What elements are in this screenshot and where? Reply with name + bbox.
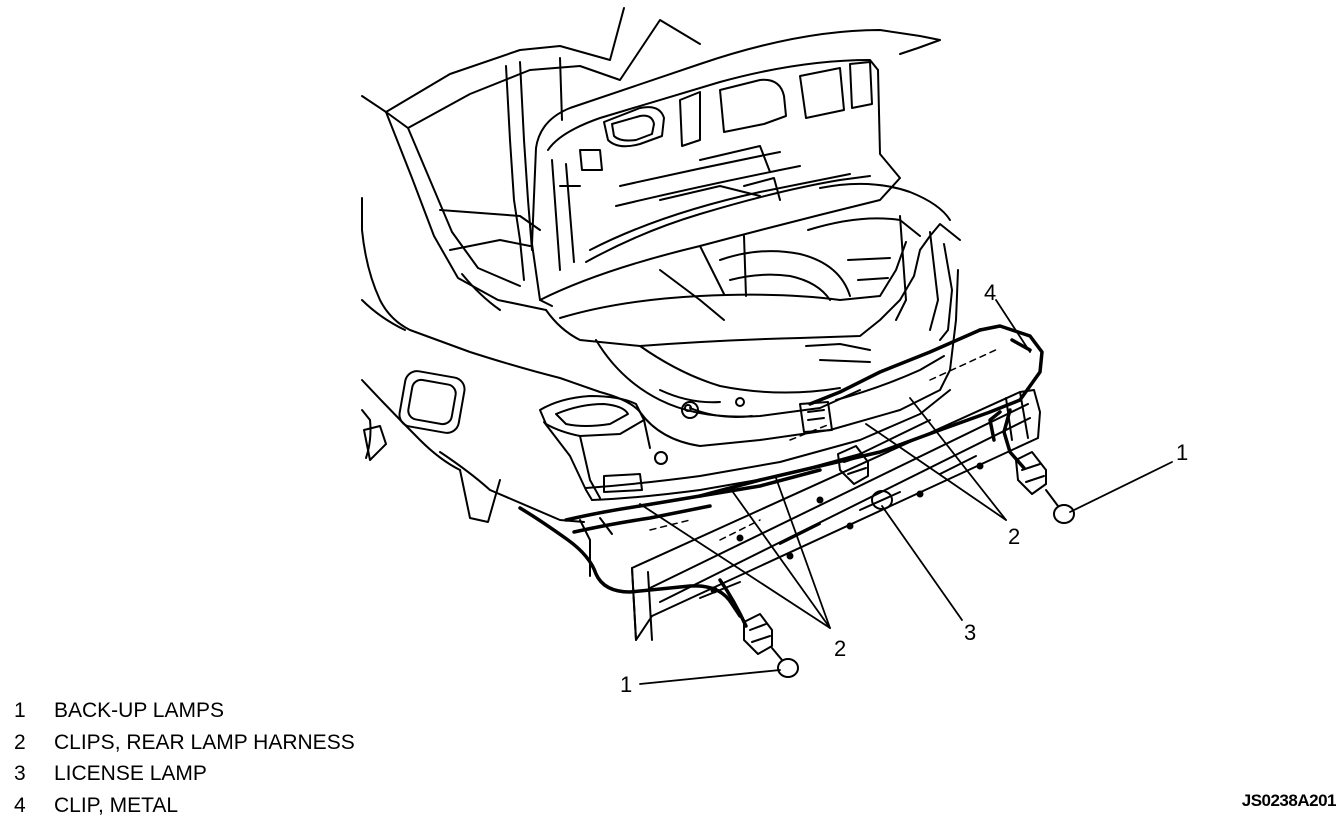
legend-item: 2 CLIPS, REAR LAMP HARNESS xyxy=(14,727,355,759)
rear-end-panel xyxy=(540,270,958,576)
legend-item: 4 CLIP, METAL xyxy=(14,790,355,822)
legend-number: 3 xyxy=(14,762,26,785)
license-lamp-socket xyxy=(838,446,892,509)
legend-number: 2 xyxy=(14,730,26,754)
legend-label: CLIP, METAL xyxy=(54,793,179,817)
callout-2-center: 2 xyxy=(834,636,846,661)
trunk-lid xyxy=(532,30,940,306)
legend-label: LICENSE LAMP xyxy=(54,762,207,785)
legend-number: 4 xyxy=(14,793,26,817)
dashed-guides xyxy=(650,348,1000,540)
rear-window-frame xyxy=(362,8,700,310)
trunk-interior xyxy=(546,184,960,418)
lamp-sockets xyxy=(744,446,1074,677)
leader-lines xyxy=(640,300,1172,684)
legend-label: CLIPS, REAR LAMP HARNESS xyxy=(54,730,355,754)
legend-item: 1 BACK-UP LAMPS xyxy=(14,695,355,727)
callout-1-bottom: 1 xyxy=(620,672,632,697)
back-up-lamp-right xyxy=(1016,452,1074,523)
back-up-lamp-left xyxy=(744,614,798,677)
parts-legend: 1 BACK-UP LAMPS 2 CLIPS, REAR LAMP HARNESS… xyxy=(14,695,355,821)
legend-label: BACK-UP LAMPS xyxy=(54,699,224,722)
callout-4: 4 xyxy=(984,280,996,305)
legend-item: 3 LICENSE LAMP xyxy=(14,758,355,790)
body-quarter-panel xyxy=(362,198,640,522)
rear-lamp-harness xyxy=(520,326,1042,626)
legend-number: 1 xyxy=(14,699,26,722)
callout-1-right: 1 xyxy=(1176,440,1188,465)
bumper-impact-bar xyxy=(632,390,1040,640)
figure-code: JS0238A201 xyxy=(1241,791,1337,810)
callout-3: 3 xyxy=(964,620,976,645)
callout-2-right: 2 xyxy=(1008,524,1020,549)
